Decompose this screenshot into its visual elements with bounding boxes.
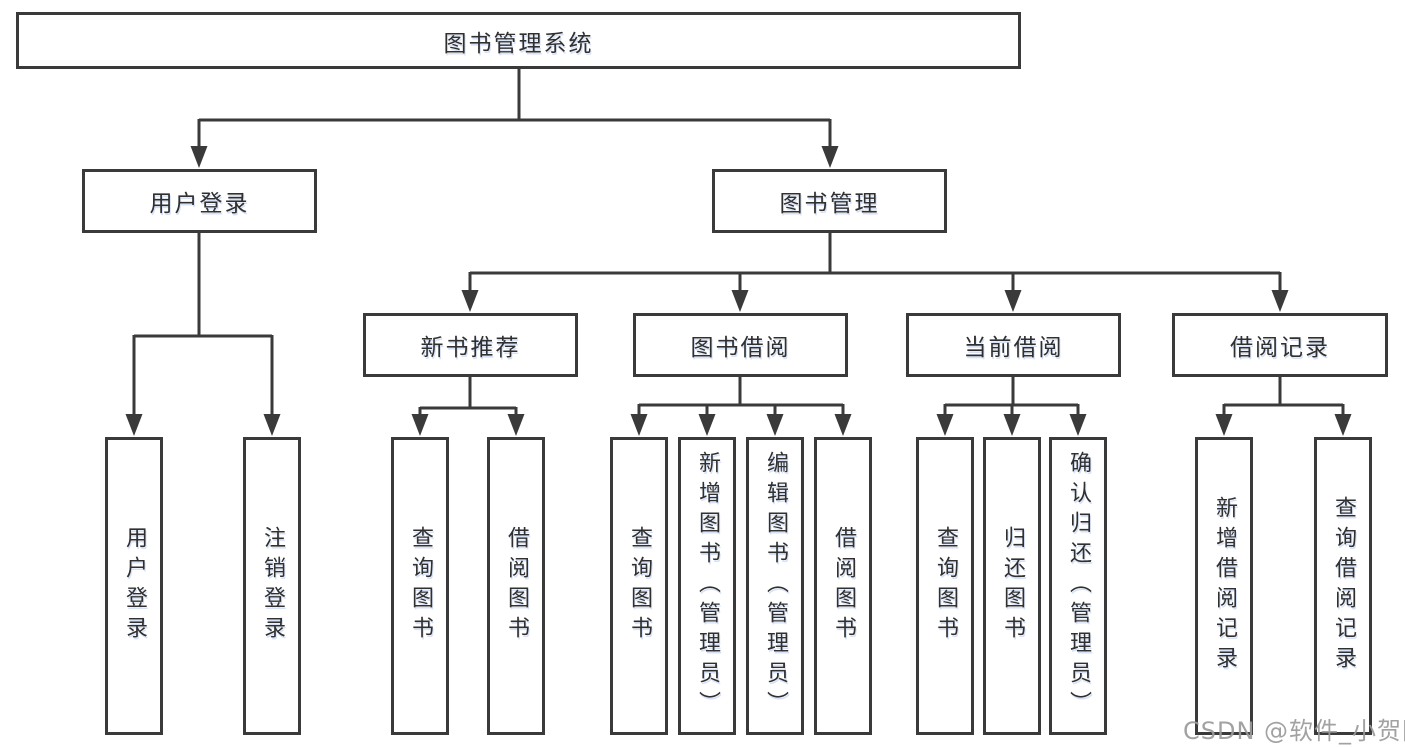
node-user-login: 用户登录 — [82, 169, 317, 233]
leaf-user-login: 用户登录 — [105, 437, 163, 735]
node-book-management: 图书管理 — [712, 169, 947, 233]
leaf-query-borrow-record: 查询借阅记录 — [1314, 437, 1372, 735]
leaf-borrow-books-borrowing: 借阅图书 — [814, 437, 872, 735]
leaf-query-books-current: 查询图书 — [916, 437, 974, 735]
leaf-query-books-recommend: 查询图书 — [391, 437, 449, 735]
node-borrowing-records: 借阅记录 — [1172, 313, 1388, 377]
watermark: CSDN @软件_小贺同学 — [1183, 717, 1405, 745]
leaf-add-borrow-record: 新增借阅记录 — [1195, 437, 1253, 735]
leaf-borrow-books-recommend: 借阅图书 — [487, 437, 545, 735]
leaf-logout: 注销登录 — [243, 437, 301, 735]
node-system-root: 图书管理系统 — [16, 12, 1021, 69]
leaf-edit-book-admin: 编辑图书（管理员） — [746, 437, 804, 735]
node-current-borrowing: 当前借阅 — [906, 313, 1121, 377]
leaf-confirm-return-admin: 确认归还（管理员） — [1049, 437, 1107, 735]
leaf-query-books-borrowing: 查询图书 — [610, 437, 668, 735]
leaf-add-book-admin: 新增图书（管理员） — [678, 437, 736, 735]
node-book-borrowing: 图书借阅 — [633, 313, 848, 377]
node-new-book-recommend: 新书推荐 — [363, 313, 578, 377]
leaf-return-books: 归还图书 — [983, 437, 1041, 735]
